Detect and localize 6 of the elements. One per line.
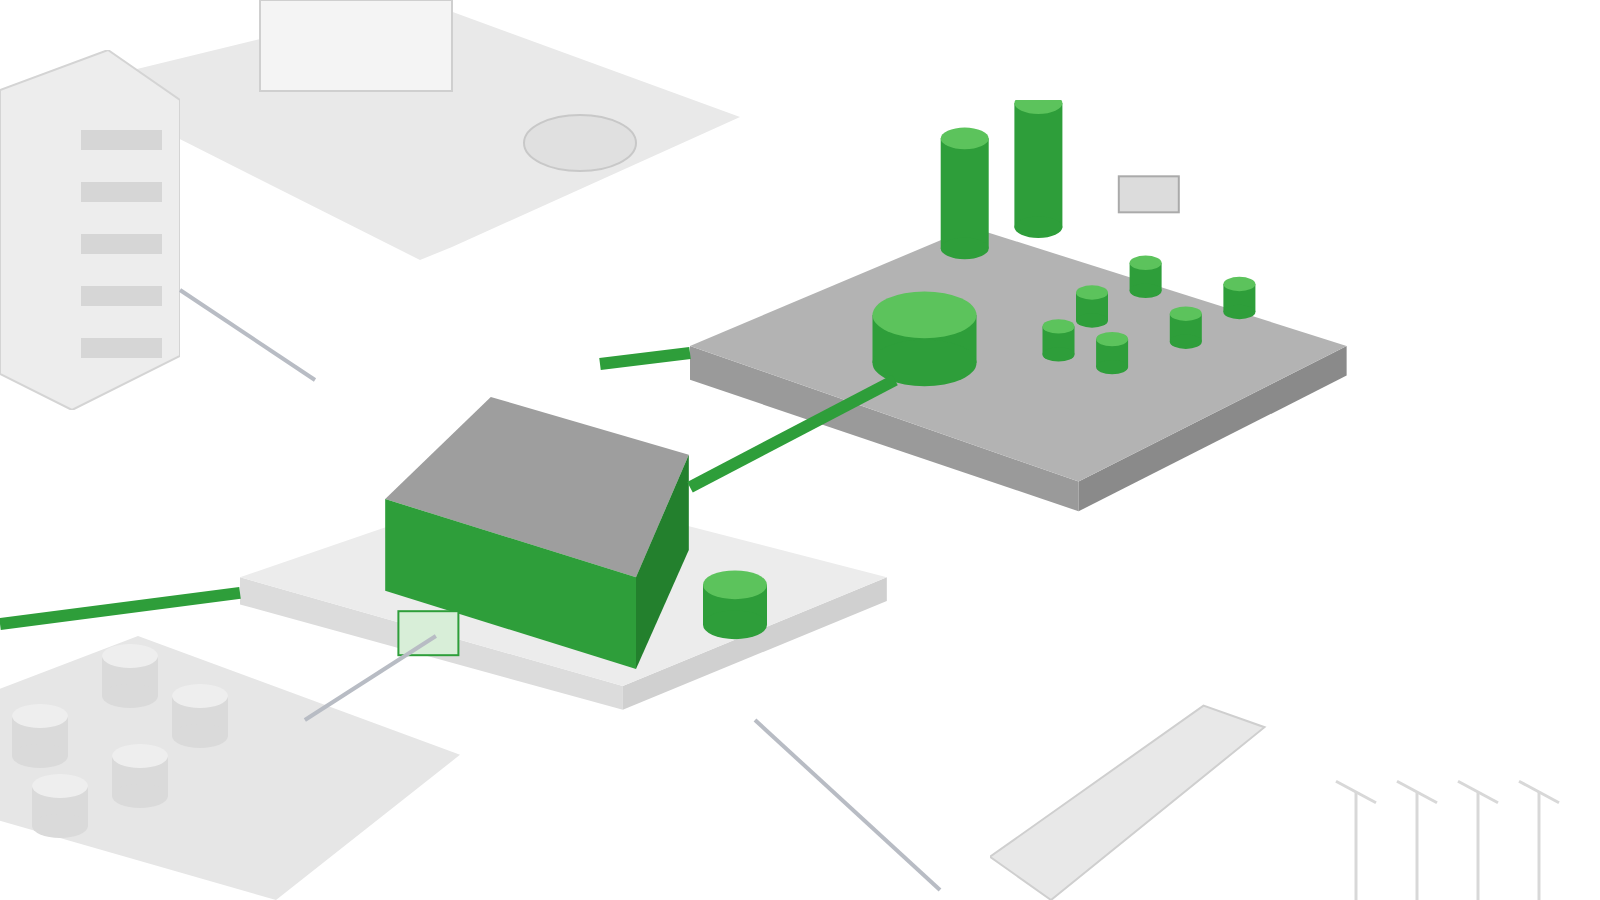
power-line: [753, 718, 942, 892]
power-line: [178, 288, 317, 382]
power-line: [303, 634, 437, 722]
pipe: [599, 347, 691, 370]
pipe: [687, 374, 898, 493]
pipe: [0, 586, 241, 630]
